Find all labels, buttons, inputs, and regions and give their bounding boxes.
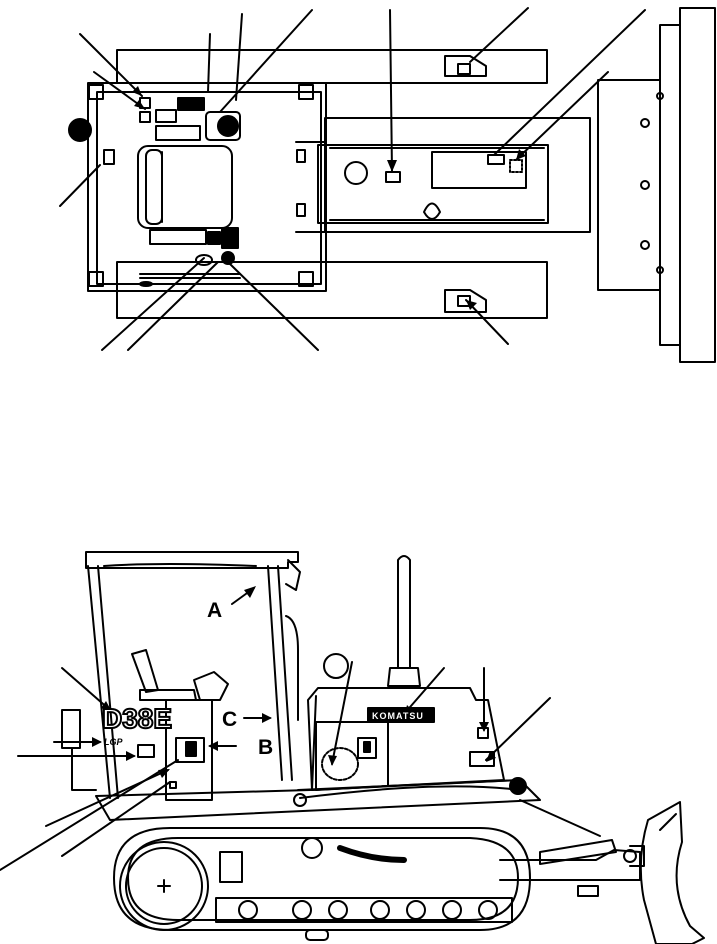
left-track-top-view: [116, 49, 548, 84]
blade-side: [639, 801, 705, 944]
hood-panel: [431, 151, 527, 189]
sprocket-wheel: [119, 841, 209, 931]
left-knob-top-view: [68, 118, 92, 142]
exhaust-cap: [323, 653, 349, 679]
right-knob-top-view: [217, 115, 239, 137]
side-view: [0, 551, 705, 944]
rops-canopy: [85, 551, 299, 569]
brand-logo: KOMATSU: [372, 711, 424, 721]
top-view: [59, 7, 716, 363]
exhaust-stack: [397, 555, 411, 669]
lgp-badge: LGP: [104, 737, 123, 747]
top-view-leader-lines: [59, 7, 646, 351]
track-rollers: [215, 897, 513, 923]
left-decal-top-view: [103, 149, 115, 165]
engine-hood-top-view: [317, 144, 549, 224]
callout-label-b: B: [258, 736, 273, 759]
operator-seat-top: [137, 145, 233, 229]
callout-label-a: A: [207, 599, 222, 622]
brand-plate: [367, 707, 435, 723]
console-block: [205, 111, 241, 141]
callout-label-c: C: [222, 708, 237, 731]
track-side: [113, 827, 531, 931]
fuel-cap-top-view: [344, 161, 368, 185]
model-number-decal: D38E: [102, 703, 172, 734]
